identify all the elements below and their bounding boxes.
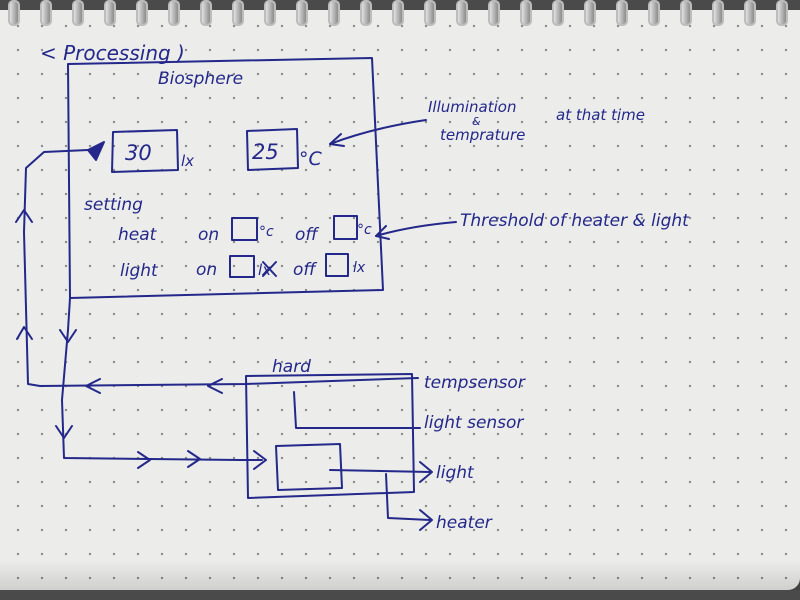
- light-off-label: off: [293, 260, 317, 280]
- threshold-arrow-line: [375, 221, 457, 237]
- light-on-unit: lx: [258, 261, 271, 279]
- spiral-ring: [104, 0, 116, 26]
- control-signal-line: [61, 297, 263, 461]
- illumination-value: 30: [125, 141, 152, 165]
- spiral-ring: [328, 0, 340, 26]
- light-output-line: [329, 469, 431, 473]
- heater-output-label: heater: [436, 513, 493, 533]
- spiral-ring: [680, 0, 692, 26]
- threshold-arrow-head: [375, 225, 390, 240]
- heat-off-label: off: [295, 225, 319, 245]
- scribble-mark: [262, 261, 277, 277]
- heat-off-unit: °c: [357, 222, 372, 238]
- heater-output-line: [385, 473, 431, 521]
- spiral-ring: [616, 0, 628, 26]
- spiral-ring: [712, 0, 724, 26]
- spiral-ring: [776, 0, 788, 26]
- spiral-ring: [200, 0, 212, 26]
- spiral-ring: [72, 0, 84, 26]
- setting-label: setting: [84, 195, 143, 215]
- light-off-unit: lx: [353, 260, 366, 276]
- light-on-input[interactable]: [229, 255, 255, 278]
- light-sensor-label: light sensor: [424, 413, 524, 433]
- temperature-value: 25: [252, 140, 279, 164]
- spiral-ring: [296, 0, 308, 26]
- spiral-ring: [744, 0, 756, 26]
- spiral-binding: [0, 0, 800, 30]
- light-sensor-line: [293, 391, 421, 429]
- spiral-ring: [360, 0, 372, 26]
- spiral-ring: [40, 0, 52, 26]
- spiral-ring: [232, 0, 244, 26]
- heater-output-arrowhead: [419, 509, 433, 531]
- controller-box: [275, 443, 343, 491]
- at-that-time-annotation: at that time: [556, 106, 645, 124]
- light-output-arrowhead: [419, 461, 433, 483]
- spiral-ring: [136, 0, 148, 26]
- processing-label: < Processing ): [40, 41, 185, 65]
- spiral-ring: [552, 0, 564, 26]
- light-output-label: light: [436, 463, 475, 483]
- spiral-ring: [264, 0, 276, 26]
- illumination-annotation: Illumination: [428, 98, 516, 116]
- ampersand-annotation: &: [472, 115, 481, 128]
- spiral-ring: [424, 0, 436, 26]
- upward-arrow-marks: [15, 209, 33, 340]
- spiral-ring: [8, 0, 20, 26]
- illumination-unit: lx: [181, 152, 194, 170]
- spiral-ring: [456, 0, 468, 26]
- temp-sensor-label: tempsensor: [424, 373, 526, 393]
- page-shadow: [0, 560, 800, 590]
- annotation-arrow-line: [329, 119, 427, 145]
- spiral-ring: [648, 0, 660, 26]
- temperature-annotation: temprature: [440, 126, 525, 144]
- rightward-arrow-marks: [137, 450, 267, 470]
- illumination-display-box: [111, 129, 179, 173]
- downward-arrow-marks: [55, 329, 77, 439]
- light-label: light: [120, 261, 159, 281]
- temperature-display-box: [246, 128, 299, 171]
- spiral-ring: [584, 0, 596, 26]
- heat-label: heat: [118, 225, 158, 245]
- hardware-label: hard: [272, 357, 311, 377]
- heat-on-unit: °c: [259, 224, 274, 240]
- biosphere-title: Biosphere: [158, 69, 243, 89]
- light-off-input[interactable]: [325, 253, 349, 277]
- display-input-arrowhead: [87, 141, 105, 161]
- light-on-label: on: [196, 260, 217, 280]
- annotation-arrow-head: [329, 133, 345, 147]
- spiral-ring: [520, 0, 532, 26]
- biosphere-window: [67, 57, 384, 299]
- heat-on-input[interactable]: [231, 217, 258, 241]
- leftward-arrow-marks: [85, 378, 223, 394]
- heat-on-label: on: [198, 225, 219, 245]
- spiral-ring: [168, 0, 180, 26]
- hardware-box: [245, 373, 415, 499]
- notebook-page: [0, 10, 800, 590]
- spiral-ring: [488, 0, 500, 26]
- threshold-annotation: Threshold of heater & light: [460, 211, 690, 231]
- heat-off-input[interactable]: [333, 215, 358, 240]
- spiral-ring: [392, 0, 404, 26]
- temperature-unit: °C: [299, 148, 323, 170]
